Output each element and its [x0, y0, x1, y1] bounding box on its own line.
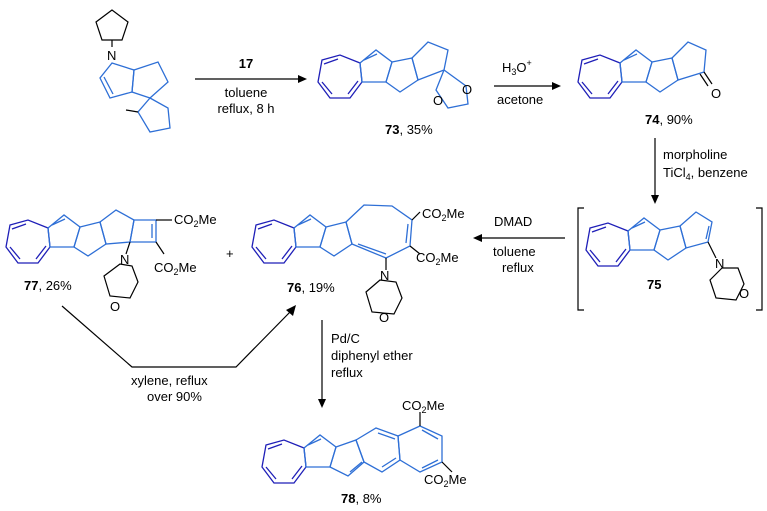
step4-cond2: reflux	[502, 260, 534, 275]
step4-reagent: DMAD	[494, 214, 532, 229]
c77-label: 77, 26%	[24, 278, 72, 293]
arrow-step2-head	[552, 82, 561, 90]
starting-material-structure	[95, 9, 171, 133]
step2-reagent: H3O+	[502, 58, 532, 77]
plus-sign: +	[226, 246, 234, 261]
compound-74-structure	[577, 41, 713, 99]
step1-reagent: 17	[239, 56, 253, 71]
step5-cond1: Pd/C	[331, 331, 360, 346]
step5-cond2: diphenyl ether	[331, 348, 413, 363]
arrow-step4-head	[473, 234, 482, 242]
c78-ester-1: CO2Me	[402, 398, 445, 415]
c75-oxygen: O	[739, 286, 749, 301]
c73-oxygen-2: O	[462, 82, 472, 97]
compound-77-structure	[5, 209, 172, 299]
arrow-step1-head	[298, 75, 307, 83]
c78-yield: , 8%	[355, 491, 381, 506]
c74-label: 74, 90%	[645, 112, 693, 127]
c76-yield: , 19%	[301, 280, 335, 295]
c77-nitrogen: N	[120, 252, 129, 267]
compound-75-brackets	[577, 207, 763, 311]
step1-cond2: reflux, 8 h	[217, 101, 274, 116]
step4-cond1: toluene	[493, 244, 536, 259]
c74-carbonyl-oxygen: O	[711, 86, 721, 101]
step5-cond3: reflux	[331, 365, 363, 380]
c73-oxygen-1: O	[433, 93, 443, 108]
step1-cond1: toluene	[225, 85, 268, 100]
step3-cond2: TiCl4, benzene	[663, 165, 748, 182]
c75-number: 75	[647, 277, 661, 292]
sm-nitrogen-label: N	[107, 48, 116, 63]
c76-ester-1: CO2Me	[422, 206, 465, 223]
step6-cond2: over 90%	[147, 389, 202, 404]
c76-label: 76, 19%	[287, 280, 335, 295]
c77-number: 77	[24, 278, 38, 293]
arrow-step3-head	[651, 195, 659, 204]
c78-label: 78, 8%	[341, 491, 382, 506]
arrow-step5-head	[318, 399, 326, 408]
c77-ester-1: CO2Me	[174, 212, 217, 229]
step2-cond: acetone	[497, 92, 543, 107]
c74-yield: , 90%	[659, 112, 693, 127]
c73-number: 73	[385, 122, 399, 137]
c78-number: 78	[341, 491, 355, 506]
c77-ester-2: CO2Me	[154, 260, 197, 277]
compound-75-structure	[585, 211, 745, 301]
c73-label: 73, 35%	[385, 122, 433, 137]
arrow-step6	[61, 305, 293, 368]
c78-ester-2: CO2Me	[424, 472, 467, 489]
c73-yield: , 35%	[399, 122, 433, 137]
c75-nitrogen: N	[715, 256, 724, 271]
c76-number: 76	[287, 280, 301, 295]
c77-yield: , 26%	[38, 278, 72, 293]
arrow-step6-head	[286, 305, 296, 316]
c74-number: 74	[645, 112, 660, 127]
c77-oxygen: O	[110, 299, 120, 314]
compound-73-structure	[317, 41, 469, 109]
c76-nitrogen: N	[380, 268, 389, 283]
step6-cond1: xylene, reflux	[131, 373, 208, 388]
c76-ester-2: CO2Me	[416, 250, 459, 267]
compound-76-structure	[251, 204, 421, 315]
step3-cond1: morpholine	[663, 147, 727, 162]
compound-78-structure	[261, 412, 453, 484]
c76-oxygen: O	[379, 310, 389, 325]
